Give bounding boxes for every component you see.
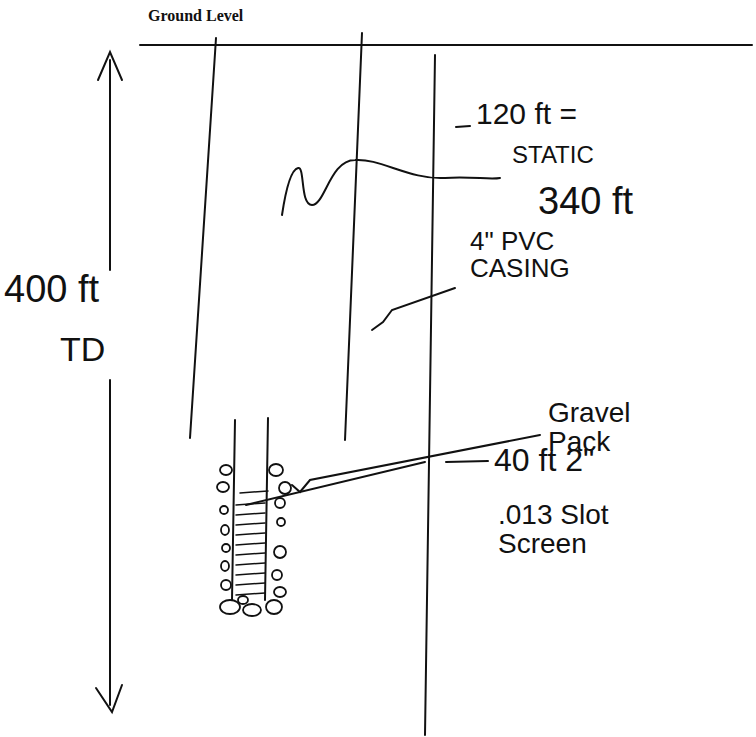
borehole-wall [190,38,216,438]
leader-line [456,126,470,127]
ground-label: Ground Level [148,8,348,25]
borehole-wall [425,55,435,735]
depth-label: 400 ft [4,270,114,310]
leader-line [246,462,425,505]
casing-wall [345,33,362,440]
note-label: STATIC [512,142,712,167]
depth-label: 340 ft [538,182,738,222]
gravel-pack [217,464,291,616]
leader-line [372,288,455,330]
depth-arrow [109,60,111,270]
arrowhead [98,52,122,80]
leader-line [446,461,488,462]
screen-label: .013 Slot Screen [498,500,658,559]
screen-length-label: 40 ft 2" [494,444,714,478]
casing-label: 4" PVC CASING [470,228,620,283]
depth-arrow [109,380,111,705]
water-level [282,160,500,215]
screen-slots [236,491,268,595]
ground-line [140,44,752,46]
depth-label: TD [60,332,140,368]
depth-label: 120 ft = [476,98,676,130]
arrowhead [96,685,122,712]
screen-wall [232,420,235,600]
